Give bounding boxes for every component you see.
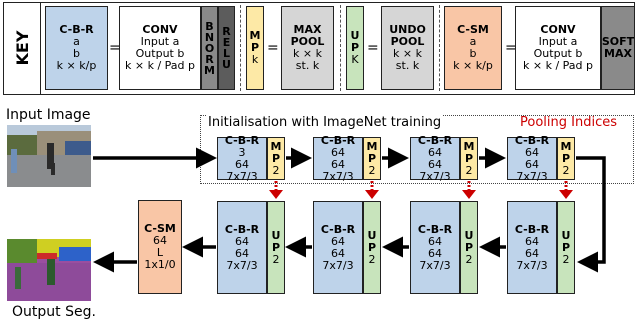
input-image [7, 125, 91, 187]
arrow-bridge [576, 156, 606, 273]
key-cbr-title: C-B-R [59, 23, 94, 36]
key-maxpool-size: k × k [293, 47, 322, 60]
pooling-index-arrows [269, 181, 573, 199]
key-separator-1 [240, 5, 241, 91]
key-mp-k: k [251, 53, 259, 66]
key-separator-3 [439, 5, 440, 91]
key-eq-2: = [267, 40, 279, 56]
key-cbr-block: C-B-R a b k × k/p [45, 6, 108, 90]
key-maxpool-stride: st. k [295, 59, 320, 72]
key-conv-output: Output b [135, 47, 185, 60]
pooling-indices-caption: Pooling Indices [520, 115, 617, 130]
key-cbr-output: b [73, 47, 80, 60]
key-eq-1: = [109, 40, 121, 56]
imagenet-init-caption: Initialisation with ImageNet training [206, 115, 444, 130]
key-conv-block: CONV Input a Output b k × k / Pad p [119, 6, 201, 90]
key-cbr-kernel: k × k/p [56, 59, 97, 72]
key-eq-3: = [367, 40, 379, 56]
key-conv-input: Input a [140, 35, 180, 48]
input-image-caption: Input Image [6, 107, 91, 123]
key-csm-title: C-SM [457, 23, 489, 36]
key-conv-kernel: k × k / Pad p [125, 59, 195, 72]
key-conv-title: CONV [142, 23, 178, 36]
output-segmentation [7, 239, 91, 301]
key-separator-2 [340, 5, 341, 91]
key-undopool-size: k × k [393, 47, 422, 60]
key-cbr-input: a [73, 35, 80, 48]
key-up-k: K [351, 53, 359, 66]
key-eq-4: = [505, 40, 517, 56]
output-seg-caption: Output Seg. [12, 304, 96, 320]
key-undopool-stride: st. k [395, 59, 420, 72]
key-divider [40, 2, 41, 95]
